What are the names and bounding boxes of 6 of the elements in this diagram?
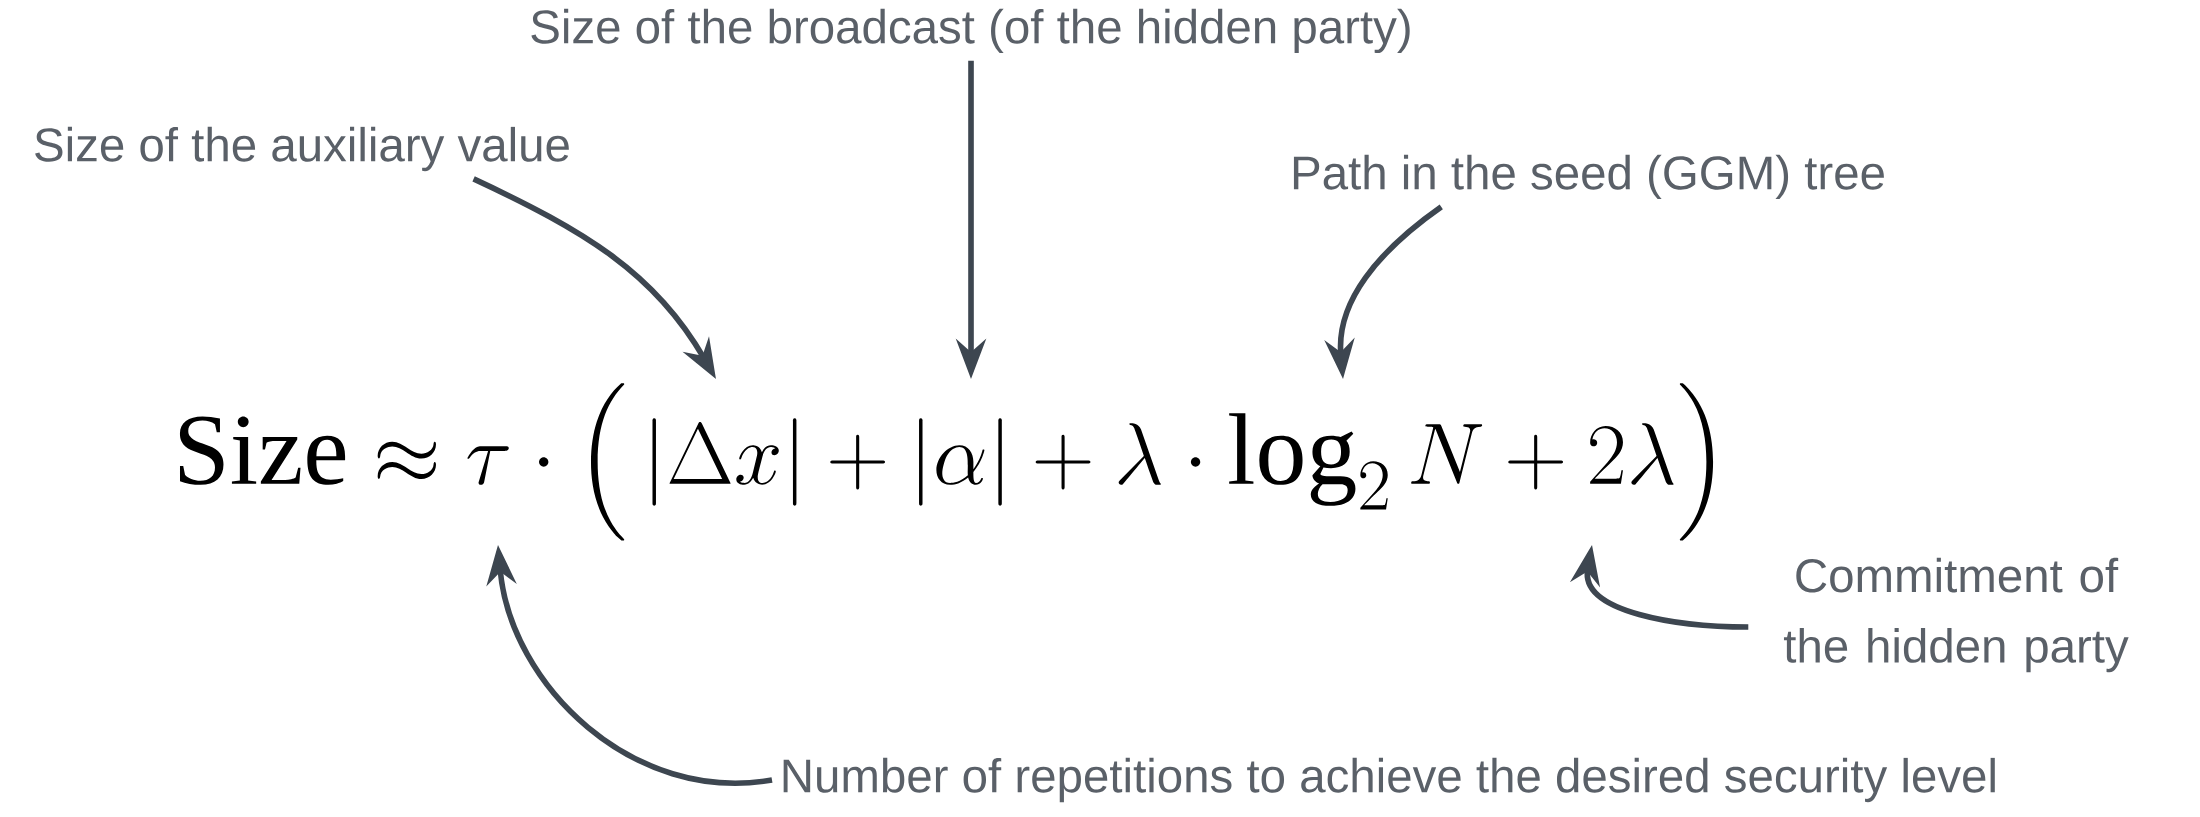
annotation-text: Number of repetitions to achieve the desired security level xyxy=(783,757,1995,803)
annotation-text: Size of the auxiliary value xyxy=(35,126,569,172)
annotation-text: Size of the broadcast (of the hidden party) xyxy=(531,8,1410,54)
annotation-text: Commitment of the hidden party xyxy=(1783,557,2129,673)
formula: $\mathrm{Size} \approx \tau \cdot \Big(\,|\Delta x| + |\alpha| + \lambda \cdot \log_2 N + 2\lambda\Big)$ xyxy=(179,383,1714,541)
annotation-text: Path in the seed (GGM) tree xyxy=(1293,154,1884,200)
